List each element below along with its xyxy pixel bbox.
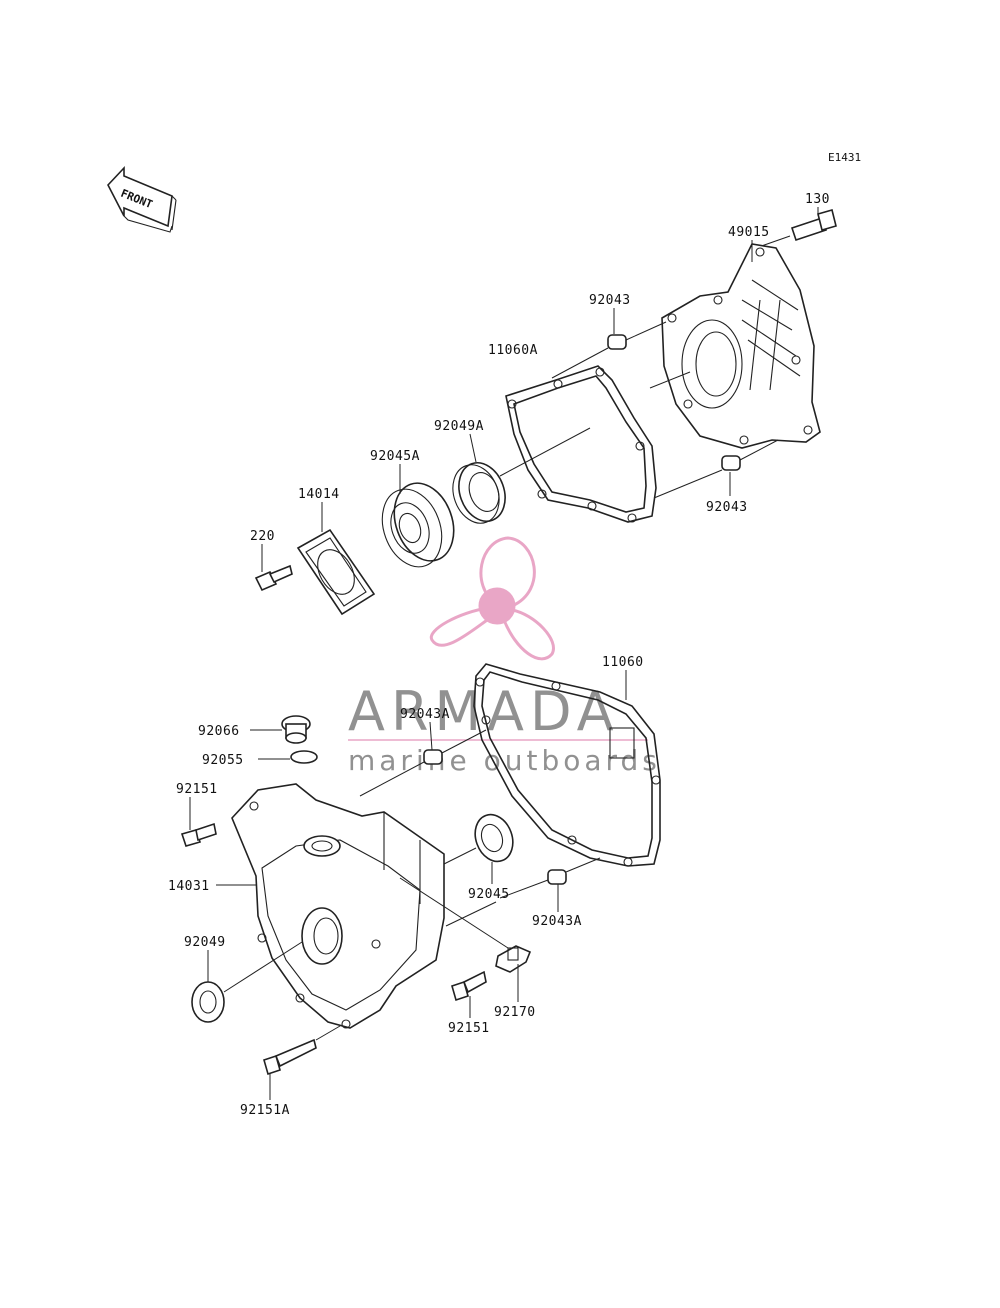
gasket-11060A (505, 365, 657, 523)
label-92170: 92170 (494, 1005, 536, 1020)
label-92066: 92066 (198, 724, 240, 739)
bracket-92170 (495, 945, 532, 973)
propeller-logo-icon (429, 536, 555, 661)
cover-49015 (661, 243, 821, 449)
label-92043A-bottom: 92043A (532, 914, 582, 929)
oring-92055 (290, 750, 318, 764)
label-92043A-top: 92043A (400, 707, 450, 722)
label-92055: 92055 (202, 753, 244, 768)
label-92151-bottom: 92151 (448, 1021, 490, 1036)
bearing-92045A (381, 482, 455, 568)
label-130: 130 (805, 192, 830, 207)
label-11060: 11060 (602, 655, 644, 670)
bolt-220 (254, 564, 293, 592)
dowel-92043-top (551, 321, 667, 379)
label-92151A: 92151A (240, 1103, 290, 1118)
label-14031: 14031 (168, 879, 210, 894)
watermark-subtitle: marine outboards (348, 744, 661, 777)
plate-14014 (296, 528, 376, 616)
label-14014: 14014 (298, 487, 340, 502)
bolt-92151-left (180, 822, 217, 847)
label-49015: 49015 (728, 225, 770, 240)
label-92049: 92049 (184, 935, 226, 950)
seal-92049A (452, 462, 506, 524)
label-92043-mid: 92043 (706, 500, 748, 515)
bolt-130 (749, 209, 837, 251)
label-11060A: 11060A (488, 343, 538, 358)
gasket-11060 (473, 663, 661, 867)
label-92043-top: 92043 (589, 293, 631, 308)
plug-92066 (281, 715, 311, 744)
diagram-ref-code: E1431 (828, 151, 861, 164)
dowel-92043-mid (653, 439, 779, 499)
dowel-92043A-bottom (499, 857, 601, 899)
front-arrow-icon: FRONT (107, 165, 177, 233)
dowel-92043A-top (359, 729, 487, 797)
label-92045: 92045 (468, 887, 510, 902)
cover-14031 (231, 783, 445, 1029)
label-220: 220 (250, 529, 275, 544)
bearing-92045 (443, 813, 514, 865)
label-92151-left: 92151 (176, 782, 218, 797)
bolt-92151-bottom (451, 970, 487, 1002)
bolt-92151A (263, 1038, 317, 1076)
part-labels: 130 49015 92043 11060A 92049A 92045A 140… (168, 192, 830, 1118)
label-92049A: 92049A (434, 419, 484, 434)
label-92045A: 92045A (370, 449, 420, 464)
